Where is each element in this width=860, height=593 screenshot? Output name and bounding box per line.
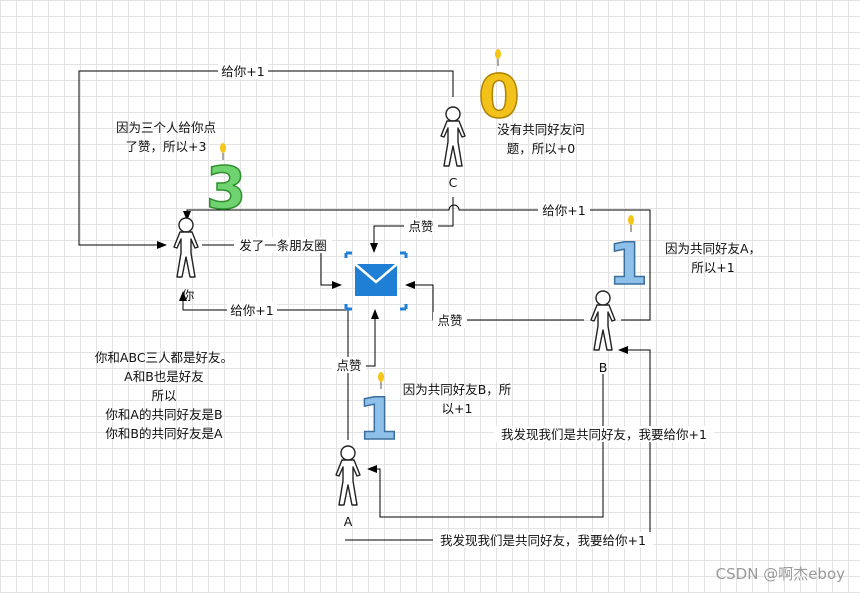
note-b-line2: 所以+1 [691, 260, 734, 275]
person-c-label: C [449, 175, 458, 190]
candle-3-icon: 3 [205, 143, 247, 223]
note-you-line1: 因为三个人给你点 [116, 120, 216, 135]
note-left-line3: 所以 [151, 388, 177, 403]
person-b-label: B [599, 360, 608, 375]
note-left-line5: 你和B的共同好友是A [105, 426, 223, 441]
person-icon [335, 445, 361, 506]
note-b: 因为共同好友A， 所以+1 [665, 241, 761, 275]
label-c-like: 点赞 [408, 219, 433, 234]
candle-1a-digit: 1 [358, 385, 398, 453]
label-a-to-you: 给你+1 [230, 303, 273, 318]
person-a-label: A [344, 514, 353, 529]
person-you-label: 你 [182, 288, 195, 303]
label-b-like: 点赞 [437, 313, 462, 328]
note-left-line2: A和B也是好友 [124, 369, 204, 384]
label-b-to-a: 我发现我们是共同好友，我要给你+1 [501, 427, 707, 442]
note-a: 因为共同好友B，所 以+1 [403, 382, 512, 416]
candle-1-icon-b: 1 [607, 215, 649, 299]
person-you: 你 [173, 217, 199, 303]
note-c-line1: 没有共同好友问 [497, 122, 585, 137]
candle-0-icon: 0 [477, 49, 521, 133]
candle-1b-digit: 1 [608, 230, 648, 298]
person-icon [173, 217, 199, 278]
edge-b-to-you [183, 204, 651, 321]
note-left-line4: 你和A的共同好友是B [105, 407, 222, 422]
note-a-line1: 因为共同好友B，所 [403, 382, 512, 397]
note-a-line2: 以+1 [442, 401, 473, 416]
person-icon [440, 106, 466, 167]
person-a: A [335, 445, 361, 529]
note-left-line1: 你和ABC三人都是好友。 [95, 350, 233, 365]
note-you-line2: 了赞，所以+3 [126, 139, 207, 154]
label-c-to-you: 给你+1 [221, 64, 264, 79]
label-b-to-you: 给你+1 [542, 203, 585, 218]
person-icon [590, 290, 616, 351]
candle-0-digit: 0 [478, 62, 520, 132]
note-c: 没有共同好友问 题，所以+0 [497, 122, 585, 156]
edge-b-to-a [367, 374, 604, 518]
note-you: 因为三个人给你点 了赞，所以+3 [116, 120, 216, 154]
edge-labels: 给你+1 给你+1 给你+1 发了一条朋友圈 点赞 点赞 点赞 我发现我们是共同… [218, 63, 714, 548]
note-left: 你和ABC三人都是好友。 A和B也是好友 所以 你和A的共同好友是B 你和B的共… [95, 350, 233, 441]
label-a-like: 点赞 [336, 358, 361, 373]
label-a-to-b: 我发现我们是共同好友，我要给你+1 [440, 533, 646, 548]
mail-icon [344, 251, 408, 311]
person-c: C [440, 106, 466, 190]
person-b: B [590, 290, 616, 375]
label-you-post: 发了一条朋友圈 [239, 238, 327, 253]
edge-b-like [405, 281, 584, 321]
candle-1-icon-a: 1 [357, 372, 399, 454]
edge-c-to-you [78, 70, 454, 249]
candle-3-digit: 3 [206, 154, 246, 222]
watermark: CSDN @啊杰eboy [716, 565, 845, 583]
note-b-line1: 因为共同好友A， [665, 241, 761, 256]
note-c-line2: 题，所以+0 [507, 141, 575, 156]
